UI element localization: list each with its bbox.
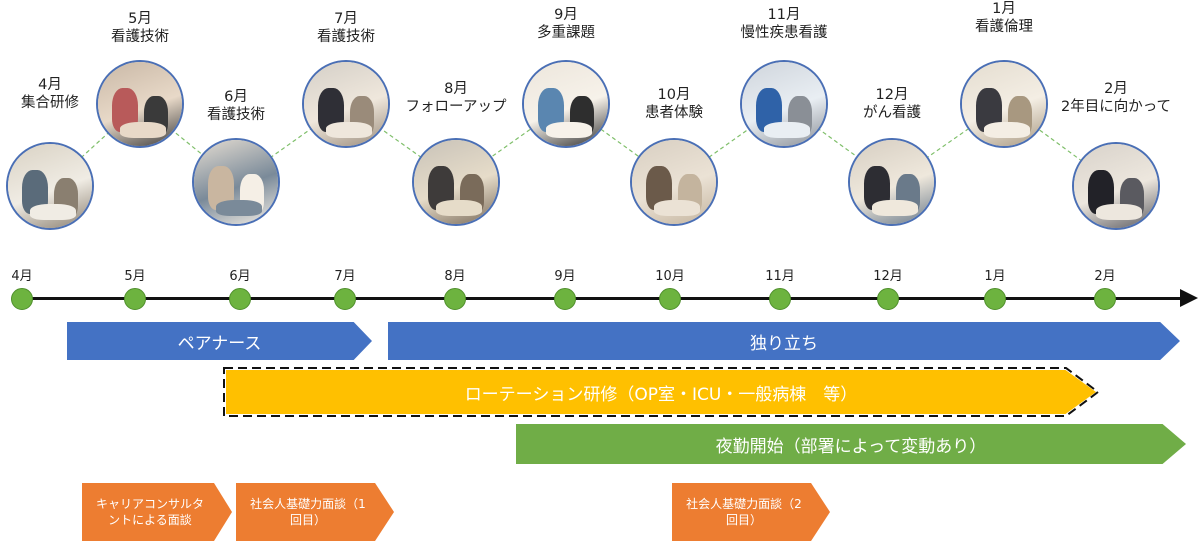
- event-label-10: 1月看護倫理: [934, 0, 1074, 36]
- month-dot: [659, 288, 681, 310]
- month-label: 5月: [124, 269, 146, 284]
- month-label: 2月: [1094, 269, 1116, 284]
- month-dot: [444, 288, 466, 310]
- independent-label: 独り立ち: [750, 333, 818, 354]
- event-month: 1月: [992, 1, 1016, 17]
- event-title: 集合研修: [21, 95, 79, 111]
- event-title: フォローアップ: [405, 99, 507, 115]
- basic-skills-interview-1-label: 社会人基礎力面談（1回目）: [250, 497, 366, 527]
- basic-skills-interview-2-badge: 社会人基礎力面談（2回目）: [672, 483, 830, 541]
- pair-nurse-label: ペアナース: [177, 333, 262, 354]
- event-photo-1: [6, 142, 94, 230]
- event-month: 4月: [38, 77, 62, 93]
- event-title: 看護倫理: [975, 19, 1033, 35]
- event-month: 8月: [444, 81, 468, 97]
- month-dot: [1094, 288, 1116, 310]
- event-photo-10: [960, 60, 1048, 148]
- night-shift-label: 夜勤開始（部署によって変動あり）: [715, 436, 987, 457]
- timeline-axis: [22, 297, 1182, 300]
- month-label: 4月: [11, 269, 33, 284]
- timeline-arrow-head: [1180, 289, 1198, 307]
- event-label-2: 5月看護技術: [70, 10, 210, 46]
- event-label-11: 2月 2年目に向かって: [1046, 80, 1186, 116]
- month-dot: [124, 288, 146, 310]
- rotation-training-band: ローテーション研修（OP室・ICU・一般病棟 等）: [226, 370, 1096, 414]
- event-title: がん看護: [863, 105, 921, 121]
- event-label-6: 9月多重課題: [496, 6, 636, 42]
- month-dot: [769, 288, 791, 310]
- event-title: 患者体験: [645, 105, 703, 121]
- month-label: 9月: [554, 269, 576, 284]
- basic-skills-interview-2-label: 社会人基礎力面談（2回目）: [686, 497, 802, 527]
- month-label: 1月: [984, 269, 1006, 284]
- event-month: 5月: [128, 11, 152, 27]
- basic-skills-interview-1-badge: 社会人基礎力面談（1回目）: [236, 483, 394, 541]
- event-photo-6: [522, 60, 610, 148]
- event-title: 慢性疾患看護: [740, 25, 828, 41]
- career-consultant-interview-badge: キャリアコンサルタントによる面談: [82, 483, 232, 541]
- event-month: 10月: [657, 87, 691, 103]
- rotation-training-label: ローテーション研修（OP室・ICU・一般病棟 等）: [464, 384, 858, 405]
- event-photo-2: [96, 60, 184, 148]
- event-month: 7月: [334, 11, 358, 27]
- month-label: 12月: [873, 269, 903, 284]
- month-label: 11月: [765, 269, 795, 284]
- month-dot: [877, 288, 899, 310]
- event-title: 看護技術: [317, 29, 375, 45]
- event-photo-5: [412, 138, 500, 226]
- event-title: 多重課題: [537, 25, 595, 41]
- event-photo-3: [192, 138, 280, 226]
- independent-band: 独り立ち: [388, 322, 1180, 360]
- month-dot: [984, 288, 1006, 310]
- event-month: 11月: [767, 7, 801, 23]
- event-label-5: 8月フォローアップ: [386, 80, 526, 116]
- event-photo-9: [848, 138, 936, 226]
- event-month: 6月: [224, 89, 248, 105]
- month-dot: [11, 288, 33, 310]
- event-photo-11: [1072, 142, 1160, 230]
- event-label-3: 6月看護技術: [166, 88, 306, 124]
- event-label-8: 11月慢性疾患看護: [714, 6, 854, 42]
- month-label: 8月: [444, 269, 466, 284]
- night-shift-band: 夜勤開始（部署によって変動あり）: [516, 424, 1186, 464]
- month-dot: [229, 288, 251, 310]
- month-label: 6月: [229, 269, 251, 284]
- month-dot: [554, 288, 576, 310]
- event-title: 2年目に向かって: [1061, 99, 1171, 115]
- event-month: 9月: [554, 7, 578, 23]
- event-label-1: 4月集合研修: [0, 76, 120, 112]
- event-title: 看護技術: [111, 29, 169, 45]
- event-month: 2月: [1104, 81, 1128, 97]
- event-label-7: 10月患者体験: [604, 86, 744, 122]
- event-photo-4: [302, 60, 390, 148]
- career-consultant-interview-label: キャリアコンサルタントによる面談: [95, 497, 204, 527]
- pair-nurse-band: ペアナース: [67, 322, 372, 360]
- event-label-4: 7月看護技術: [276, 10, 416, 46]
- event-photo-7: [630, 138, 718, 226]
- month-dot: [334, 288, 356, 310]
- event-title: 看護技術: [207, 107, 265, 123]
- event-photo-8: [740, 60, 828, 148]
- event-label-9: 12月がん看護: [822, 86, 962, 122]
- month-label: 7月: [334, 269, 356, 284]
- month-label: 10月: [655, 269, 685, 284]
- event-month: 12月: [875, 87, 909, 103]
